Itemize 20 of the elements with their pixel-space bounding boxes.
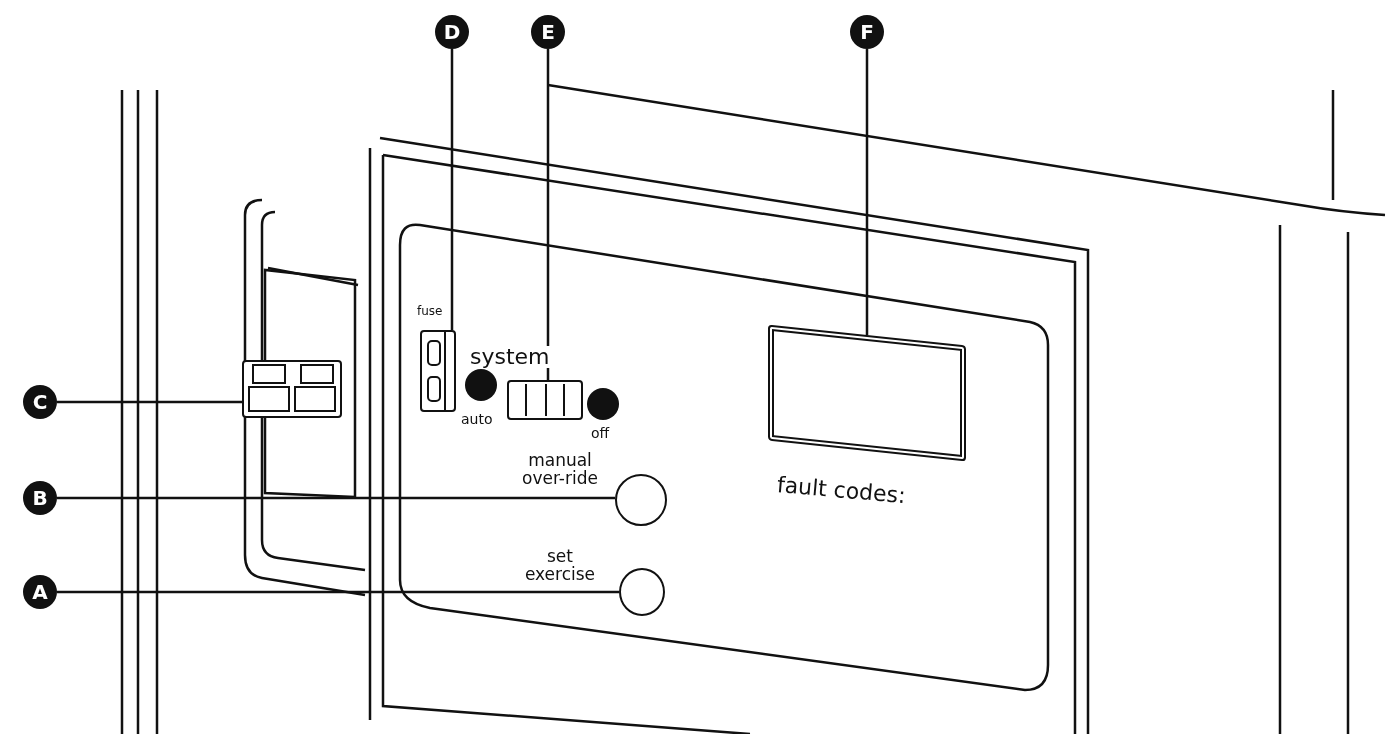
- leader-line: [57, 496, 616, 500]
- callout-letter: E: [531, 15, 565, 49]
- circuit-breaker: [242, 360, 342, 418]
- leader-line: [450, 49, 454, 330]
- push-button: [619, 568, 665, 616]
- off-label: off: [591, 426, 610, 440]
- system-label: system: [470, 346, 550, 368]
- leader-line: [57, 400, 242, 404]
- callout-letter: B: [23, 481, 57, 515]
- callout-letter: D: [435, 15, 469, 49]
- fuse-label: fuse: [417, 305, 443, 317]
- fuse-holder: [420, 330, 456, 412]
- leader-line: [57, 590, 619, 594]
- callout-letter: F: [850, 15, 884, 49]
- auto-label: auto: [461, 412, 493, 426]
- callout-letter: C: [23, 385, 57, 419]
- callout-letter: A: [23, 575, 57, 609]
- leader-line: [865, 49, 869, 335]
- leader-line: [546, 49, 550, 380]
- rocker-switch: [507, 380, 583, 420]
